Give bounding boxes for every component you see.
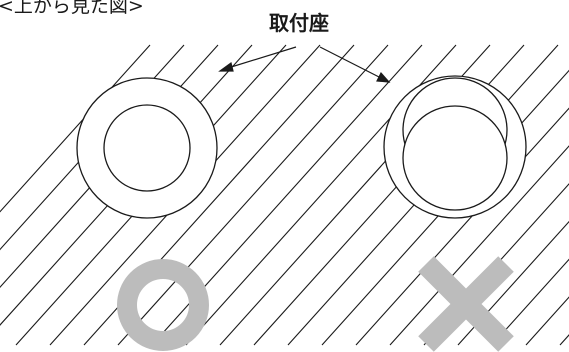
left-inner-hole [103,104,191,192]
bad-mark-stroke-2 [418,256,514,352]
arrow-right-head [376,71,391,83]
hatch-line [389,145,569,346]
right-inner-hole-lower [402,105,508,211]
hatch-line [117,44,389,346]
arrow-left-line [227,46,297,69]
hatch-line [457,220,569,346]
callout-label: 取付座 [269,11,329,35]
arrow-left-head [218,61,234,72]
incorrect-mount-figure [383,75,527,219]
view-caption: <上から見た図> [0,0,144,17]
callout-arrows [218,46,391,83]
arrow-right-line [319,46,382,79]
hatch-line [559,334,569,346]
bad-mark [418,256,514,352]
hatch-line [491,258,569,346]
correct-mount-figure [76,77,218,219]
good-mark [117,259,209,351]
